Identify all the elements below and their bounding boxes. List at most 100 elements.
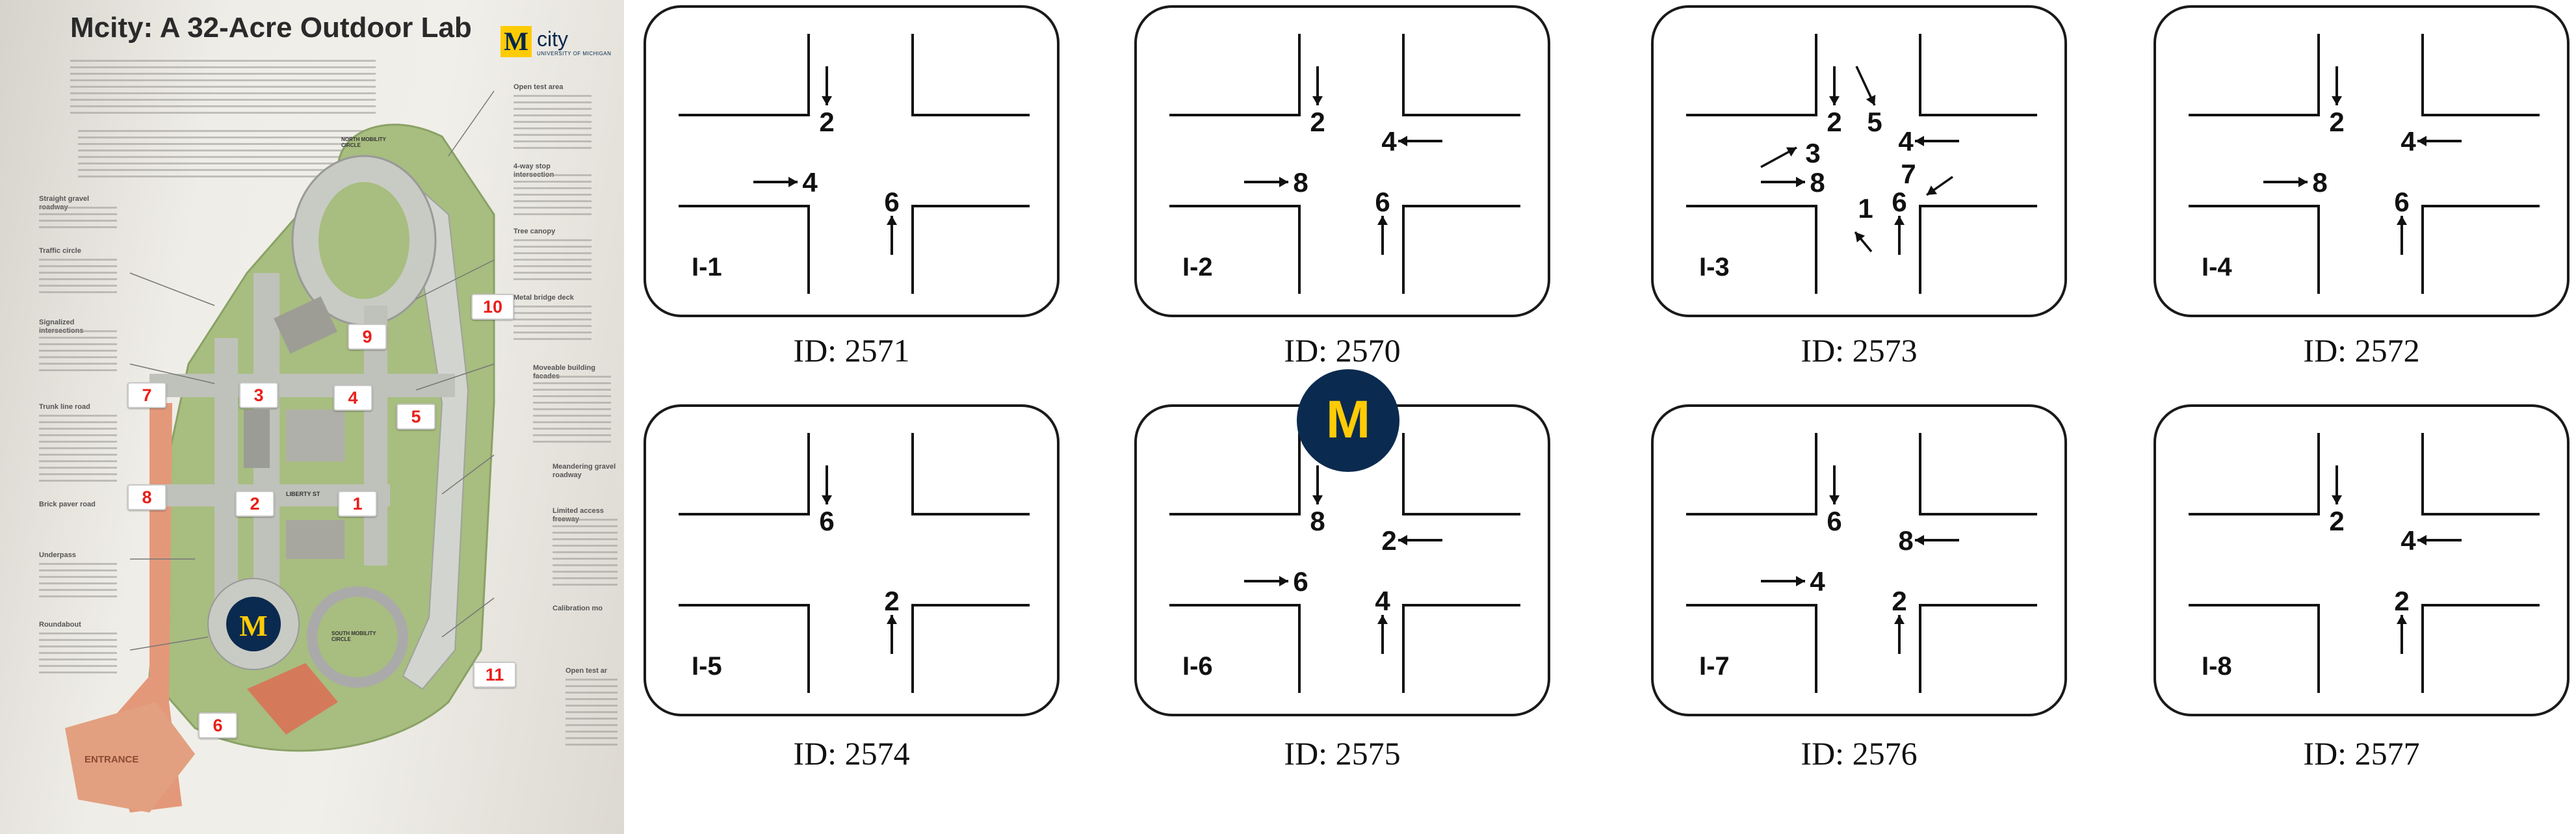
west-road bbox=[215, 338, 238, 611]
caption-body bbox=[553, 519, 618, 590]
badge-7: 7 bbox=[127, 382, 166, 408]
badge-10: 10 bbox=[471, 294, 514, 320]
caption-brick-road: Brick paver road bbox=[39, 501, 96, 508]
road-curb bbox=[911, 34, 1030, 116]
northbound-arrow bbox=[2397, 216, 2407, 255]
westbound-arrow bbox=[1398, 535, 1442, 545]
caption-body bbox=[39, 415, 117, 486]
road-curb bbox=[1919, 34, 2037, 116]
label-liberty-st: LIBERTY ST bbox=[286, 491, 320, 497]
southbound-arrow bbox=[1829, 66, 1840, 105]
caption-underpass: Underpass bbox=[39, 551, 76, 559]
entrance-plaza bbox=[65, 702, 195, 813]
road-curb bbox=[2189, 433, 2320, 515]
road-curb bbox=[1919, 205, 2037, 294]
road-curb bbox=[1919, 604, 2037, 693]
road-curb bbox=[2189, 205, 2320, 294]
badge-4: 4 bbox=[333, 385, 372, 411]
badge-8: 8 bbox=[127, 484, 166, 510]
intersection-name: I-8 bbox=[2202, 652, 2232, 681]
northbound-arrow bbox=[887, 615, 897, 654]
phase-label: 8 bbox=[1310, 506, 1325, 536]
intersection-id-caption: ID: 2573 bbox=[1801, 332, 1918, 369]
phase-label: 4 bbox=[2400, 525, 2416, 556]
intersection-name: I-4 bbox=[2202, 253, 2232, 281]
caption-open-test-area: Open test area bbox=[514, 83, 564, 91]
badge-11: 11 bbox=[473, 662, 516, 688]
road-curb bbox=[679, 205, 810, 294]
caption-body bbox=[514, 239, 592, 285]
road-curb bbox=[679, 34, 810, 116]
phase-label: 2 bbox=[884, 586, 899, 616]
intersection-name: I-5 bbox=[692, 652, 722, 681]
northbound-arrow bbox=[1894, 216, 1905, 255]
eastbound-arrow bbox=[1244, 177, 1288, 187]
southbound-arrow bbox=[1312, 465, 1323, 504]
main-street-horizontal bbox=[150, 374, 455, 397]
road-curb bbox=[1169, 205, 1301, 294]
phase-label: 6 bbox=[1892, 187, 1906, 217]
phase-label: 4 bbox=[2400, 126, 2416, 157]
road-curb bbox=[1402, 34, 1520, 116]
badge-3: 3 bbox=[239, 382, 278, 408]
turn-arrow bbox=[1760, 146, 1797, 168]
road-curb bbox=[1402, 604, 1520, 693]
map-title: Mcity: A 32-Acre Outdoor Lab bbox=[70, 12, 472, 44]
label-south-circle: SOUTH MOBILITY CIRCLE bbox=[332, 631, 376, 642]
turn-arrow bbox=[1854, 231, 1873, 253]
road-curb bbox=[2421, 34, 2540, 116]
badge-2: 2 bbox=[235, 491, 274, 517]
badge-1: 1 bbox=[338, 491, 377, 517]
phase-label: 4 bbox=[1375, 586, 1390, 616]
road-curb bbox=[1686, 34, 1817, 116]
westbound-arrow bbox=[1915, 535, 1959, 545]
road-curb bbox=[1402, 433, 1520, 515]
northbound-arrow bbox=[1894, 615, 1905, 654]
phase-label: 4 bbox=[1810, 566, 1825, 597]
intersection-id-caption: ID: 2575 bbox=[1284, 735, 1401, 772]
phase-label: 8 bbox=[2312, 167, 2327, 198]
phase-label: 2 bbox=[1310, 107, 1325, 137]
logo-mark: M bbox=[501, 26, 532, 57]
southbound-arrow bbox=[822, 66, 832, 105]
intersection-name: I-3 bbox=[1699, 253, 1730, 281]
phase-label: 6 bbox=[1827, 506, 1841, 536]
phase-label: 8 bbox=[1293, 167, 1308, 198]
caption-body bbox=[514, 174, 592, 220]
eastbound-arrow bbox=[1761, 576, 1805, 586]
road-curb bbox=[1402, 205, 1520, 294]
southbound-arrow bbox=[2332, 465, 2342, 504]
phase-label: 4 bbox=[802, 167, 818, 198]
eastbound-arrow bbox=[2263, 177, 2308, 187]
westbound-arrow bbox=[2417, 136, 2462, 146]
phase-label: 2 bbox=[2329, 506, 2344, 536]
road-curb bbox=[911, 604, 1030, 693]
caption-meandering-road: Meandering gravel roadway bbox=[553, 463, 616, 479]
mcity-logo: M city UNIVERSITY OF MICHIGAN bbox=[501, 26, 611, 62]
caption-body bbox=[514, 95, 592, 153]
caption-calibration: Calibration mo bbox=[553, 605, 603, 612]
eastbound-arrow bbox=[1761, 177, 1805, 187]
caption-roundabout: Roundabout bbox=[39, 621, 81, 629]
phase-label: 6 bbox=[1375, 187, 1390, 217]
northbound-arrow bbox=[1377, 615, 1388, 654]
badge-5: 5 bbox=[397, 404, 436, 430]
intersection-id-caption: ID: 2577 bbox=[2303, 735, 2420, 772]
caption-body bbox=[533, 376, 611, 447]
westbound-arrow bbox=[1915, 136, 1959, 146]
northbound-arrow bbox=[2397, 615, 2407, 654]
south-mobility-circle bbox=[307, 586, 408, 688]
road-curb bbox=[2189, 34, 2320, 116]
phase-label: 7 bbox=[1901, 159, 1916, 189]
phase-label: 2 bbox=[2329, 107, 2344, 137]
road-curb bbox=[1686, 433, 1817, 515]
